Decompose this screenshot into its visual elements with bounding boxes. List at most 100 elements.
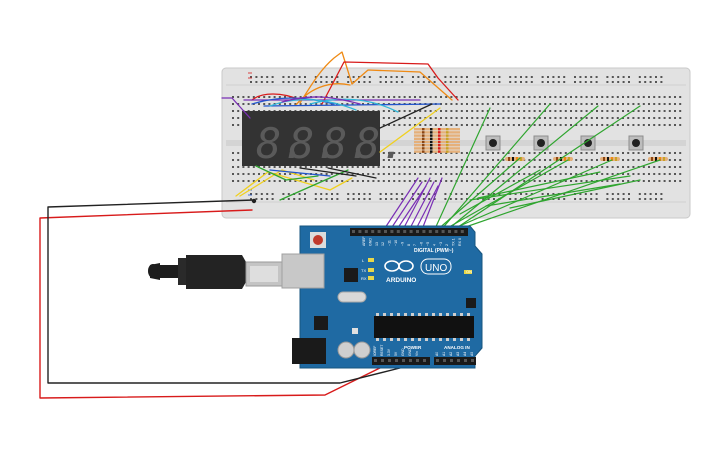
breadboard-hole xyxy=(260,193,263,195)
breadboard-hole xyxy=(564,152,567,154)
breadboard-hole xyxy=(466,103,468,105)
wire-green[interactable] xyxy=(485,183,621,207)
wire-green[interactable] xyxy=(453,159,661,232)
breadboard-hole xyxy=(611,76,614,78)
wire-green[interactable] xyxy=(447,159,613,232)
resistor[interactable] xyxy=(414,134,460,137)
resistor-array[interactable] xyxy=(414,128,460,153)
wire-green[interactable] xyxy=(433,107,491,232)
wire-green[interactable] xyxy=(469,175,631,201)
wire-purple[interactable] xyxy=(420,177,443,232)
resistor[interactable] xyxy=(414,144,460,147)
wire-cyan[interactable] xyxy=(309,98,399,113)
wire-green[interactable] xyxy=(439,103,551,232)
wire-green[interactable] xyxy=(445,105,599,232)
wire-blue[interactable] xyxy=(251,97,335,105)
arduino-uno[interactable]: ARDUINO UNO DIGITAL (PWM~) ANALOG IN POW… xyxy=(281,225,483,369)
breadboard-hole xyxy=(390,193,393,195)
breadboard-hole xyxy=(554,110,557,112)
wire-purple[interactable] xyxy=(414,185,439,232)
usb-strain-relief xyxy=(158,265,180,278)
wire-green[interactable] xyxy=(435,157,521,232)
push-button-cap[interactable] xyxy=(489,139,497,147)
wire-purple[interactable] xyxy=(382,177,419,232)
breadboard-hole xyxy=(642,159,645,161)
breadboard-hole xyxy=(512,152,515,154)
breadboard-hole xyxy=(395,76,398,78)
wire-bundle-green[interactable] xyxy=(433,103,661,232)
push-button-cap[interactable] xyxy=(632,139,640,147)
wire-green[interactable] xyxy=(255,165,319,181)
wire-purple[interactable] xyxy=(221,97,251,119)
wire-purple[interactable] xyxy=(388,181,423,232)
wire-green[interactable] xyxy=(509,179,641,209)
wire-purple[interactable] xyxy=(401,177,431,232)
push-button-cap[interactable] xyxy=(584,139,592,147)
wire-black-top[interactable] xyxy=(379,103,433,129)
breadboard-hole xyxy=(258,96,260,98)
breadboard-hole xyxy=(377,173,380,175)
wire-black-bottom[interactable] xyxy=(327,167,377,179)
dc-power-jack[interactable] xyxy=(292,338,326,364)
breadboard-hole xyxy=(390,198,393,200)
wire-green[interactable] xyxy=(441,159,569,232)
resistor[interactable] xyxy=(414,150,460,153)
digital-header[interactable] xyxy=(350,228,468,236)
wire-bundle-purple[interactable] xyxy=(382,177,443,232)
breadboard-hole xyxy=(655,81,657,83)
wire-green[interactable] xyxy=(451,105,641,232)
power-pin-label: 5V xyxy=(394,351,398,356)
wire-cyan[interactable] xyxy=(269,98,357,111)
breadboard-hole xyxy=(482,76,485,78)
resistor[interactable] xyxy=(414,140,460,144)
wire-green[interactable] xyxy=(279,169,349,201)
wire-black-bottom[interactable] xyxy=(299,167,357,177)
breadboard-hole xyxy=(282,81,285,83)
analog-header[interactable] xyxy=(434,357,476,365)
breadboard-hole xyxy=(294,96,297,98)
breadboard-hole xyxy=(512,110,515,112)
breadboard-hole xyxy=(533,159,536,161)
breadboard-hole xyxy=(585,96,588,98)
chip-pin xyxy=(467,313,470,316)
breadboard-hole xyxy=(507,110,510,112)
resistor[interactable] xyxy=(414,128,460,131)
wire-orange[interactable] xyxy=(299,51,453,104)
wires[interactable] xyxy=(39,51,661,399)
breadboard-hole xyxy=(601,110,604,112)
breadboard-hole xyxy=(268,96,271,98)
resistor[interactable] xyxy=(414,137,460,140)
breadboard-hole xyxy=(445,173,448,175)
wire-red-top[interactable] xyxy=(321,61,459,105)
seven-segment-display[interactable]: 8.8.8.8. xyxy=(242,111,406,168)
wire-green[interactable] xyxy=(477,171,601,199)
wire-purple[interactable] xyxy=(408,181,435,232)
push-button-cap[interactable] xyxy=(537,139,545,147)
wire-blue[interactable] xyxy=(263,103,441,107)
wire-yellow[interactable] xyxy=(235,171,353,197)
power-header[interactable] xyxy=(372,357,430,365)
resistor[interactable] xyxy=(414,147,460,150)
breadboard-hole xyxy=(617,198,620,200)
breadboard-hole xyxy=(314,193,317,195)
breadboard-hole xyxy=(347,193,350,195)
reset-button[interactable] xyxy=(313,235,323,245)
breadboard-hole xyxy=(455,103,458,105)
breadboard-hole xyxy=(497,110,500,112)
resistor[interactable] xyxy=(414,131,460,134)
usb-b-port[interactable] xyxy=(281,253,325,289)
wire-yellow[interactable] xyxy=(379,107,441,153)
wire-purple[interactable] xyxy=(395,185,427,232)
breadboard-hole xyxy=(455,173,458,175)
usb-cable[interactable] xyxy=(148,255,283,289)
breadboard-hole xyxy=(358,193,360,195)
breadboard-hole xyxy=(575,96,578,98)
wire-yellow[interactable] xyxy=(239,169,315,197)
wire-purple[interactable] xyxy=(281,96,361,105)
wire-blue[interactable] xyxy=(269,169,331,177)
wire-green[interactable] xyxy=(459,169,541,215)
wire-orange[interactable] xyxy=(295,83,351,106)
breadboard-hole xyxy=(320,173,323,175)
